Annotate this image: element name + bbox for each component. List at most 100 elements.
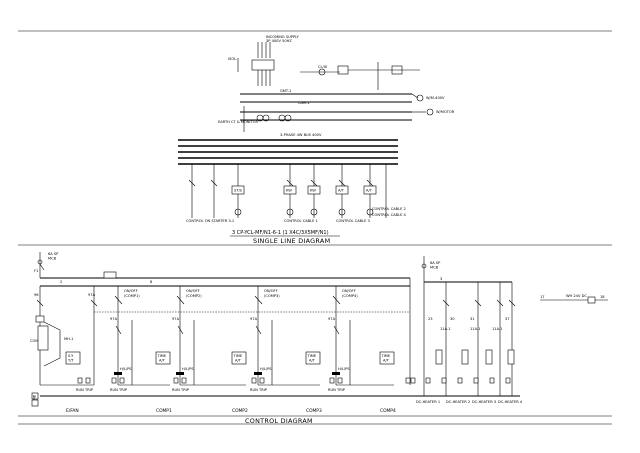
feeder-tag: ST/S xyxy=(234,189,243,193)
comp1-trip-label: TRIP xyxy=(118,388,128,392)
svg-text:3P 400V 50HZ: 3P 400V 50HZ xyxy=(266,39,292,43)
svg-text:CL/IX: CL/IX xyxy=(318,65,328,69)
outgoing-label: CONTROL CABLE 4 xyxy=(372,213,407,217)
feeder-box-1 xyxy=(231,185,245,195)
comp4-timer-box xyxy=(379,351,395,365)
single-line-caption: SINGLE LINE DIAGRAM xyxy=(253,237,330,245)
svg-text:2: 2 xyxy=(60,280,62,284)
comp4-timer-label: TIME xyxy=(381,354,391,358)
comp3-coil xyxy=(254,372,262,375)
group-label-comp4: COMP4 xyxy=(380,408,396,414)
feeder-box-5 xyxy=(363,185,377,195)
comp2-switch xyxy=(176,295,185,305)
comp3-timer-label-2: A/T xyxy=(309,359,316,363)
comp3-switch-label: ON/OFF xyxy=(264,289,278,293)
comp1-contact xyxy=(115,325,122,335)
svg-text:INCOMING SUPPLY: INCOMING SUPPLY xyxy=(266,35,300,39)
svg-text:MH-1: MH-1 xyxy=(64,337,73,341)
comp2-ref: 97A xyxy=(172,317,180,321)
comp1-switch-label: ON/OFF xyxy=(124,289,138,293)
comp2-contact xyxy=(177,325,184,335)
outgoing-label: CONTROL CABLE 1 xyxy=(284,219,318,223)
svg-text:31: 31 xyxy=(470,317,475,321)
feeder-box-4 xyxy=(335,185,349,195)
comp4-run-label: RUN xyxy=(328,388,336,392)
comp3-switch xyxy=(254,295,263,305)
comp4-timer-label-2: A/T xyxy=(383,359,390,363)
outgoing-label: CONTROL CABLE 3 xyxy=(336,219,370,223)
comp3-run-contact xyxy=(251,377,257,384)
group-label-efan: E/FAN xyxy=(66,408,79,414)
efan-trip-label: TRIP xyxy=(84,388,94,392)
drain-label: DC-HEATER 1 xyxy=(416,400,440,404)
drain-label: DC-HEATER 4 xyxy=(498,400,523,404)
comp1-timer-label-2: A/T xyxy=(159,359,166,363)
comp4-trip-contact xyxy=(337,377,343,384)
comp1-trip-contact xyxy=(119,377,125,384)
svg-text:F1: F1 xyxy=(34,269,38,273)
feeder-box-3 xyxy=(307,185,321,195)
comp2-coil xyxy=(176,372,184,375)
svg-text:17: 17 xyxy=(540,295,545,299)
comp4-contact xyxy=(333,325,340,335)
feeder-tag: A/T xyxy=(338,189,345,193)
comp4-switch xyxy=(332,295,341,305)
svg-text:96: 96 xyxy=(34,293,39,297)
comp4-run-contact xyxy=(329,377,335,384)
svg-text:11A-1: 11A-1 xyxy=(492,327,503,331)
comp2-hp-label: H/L/PS xyxy=(182,367,194,371)
comp3-ref: 97A xyxy=(250,317,258,321)
single-line-diagram: INCOMING SUPPLY 3P 400V 50HZ ISOL. CL/IX… xyxy=(178,35,455,245)
comp2-timer-label-2: A/T xyxy=(235,359,242,363)
group-label-comp2: COMP2 xyxy=(232,408,248,414)
outgoing-label: CONTROL ON STARTER 3-1 xyxy=(186,219,234,223)
svg-text:EARTH CT & MONITOR: EARTH CT & MONITOR xyxy=(218,120,258,124)
svg-text:11A-1: 11A-1 xyxy=(440,327,451,331)
comp1-run-contact xyxy=(111,377,117,384)
comp4-coil xyxy=(332,372,340,375)
comp3-contact xyxy=(255,325,262,335)
group-label-comp3: COMP3 xyxy=(306,408,322,414)
comp1-coil xyxy=(114,372,122,375)
svg-text:8: 8 xyxy=(150,280,153,284)
svg-text:3: 3 xyxy=(440,277,442,281)
comp2-run-contact xyxy=(173,377,179,384)
comp1-switch-label-2: (COMP1) xyxy=(124,294,140,298)
svg-text:37: 37 xyxy=(505,317,510,321)
comp2-trip-contact xyxy=(181,377,187,384)
comp1-switch xyxy=(114,295,123,305)
feeder-tag: KW xyxy=(310,189,316,193)
comp2-timer-label: TIME xyxy=(233,354,243,358)
svg-text:GMT-1: GMT-1 xyxy=(280,89,291,93)
comp1-timer-label: TIME xyxy=(157,354,167,358)
control-caption: CONTROL DIAGRAM xyxy=(245,417,313,425)
comp3-timer-box xyxy=(305,351,321,365)
svg-text:18: 18 xyxy=(600,295,605,299)
svg-text:W/M-400V: W/M-400V xyxy=(426,96,445,100)
drain-label: DC-HEATER 2 xyxy=(446,400,470,404)
comp3-hp-label: H/L/PS xyxy=(260,367,272,371)
svg-text:23: 23 xyxy=(428,317,433,321)
side-note: WH 24V DC xyxy=(566,294,587,298)
svg-text:W/MOTOR: W/MOTOR xyxy=(436,110,455,114)
svg-text:97A: 97A xyxy=(88,293,96,297)
comp4-hp-label: H/L/PS xyxy=(338,367,350,371)
comp2-trip-label: TRIP xyxy=(180,388,190,392)
comp3-trip-contact xyxy=(259,377,265,384)
group-label-comp1: COMP1 xyxy=(156,408,172,414)
comp3-run-label: RUN xyxy=(250,388,258,392)
comp4-ref: 97A xyxy=(328,317,336,321)
efan-run-label: RUN xyxy=(76,388,84,392)
svg-text:11A-1: 11A-1 xyxy=(470,327,481,331)
outgoing-label: CONTROL CABLE 2 xyxy=(372,207,406,211)
cable-note: 3 CP-YCL-MF/N1-6-1 (1 X4C/3X5MF/N1) xyxy=(232,230,329,236)
comp3-trip-label: TRIP xyxy=(258,388,268,392)
comp4-trip-label: TRIP xyxy=(336,388,346,392)
svg-text:ISOL.: ISOL. xyxy=(228,57,237,61)
